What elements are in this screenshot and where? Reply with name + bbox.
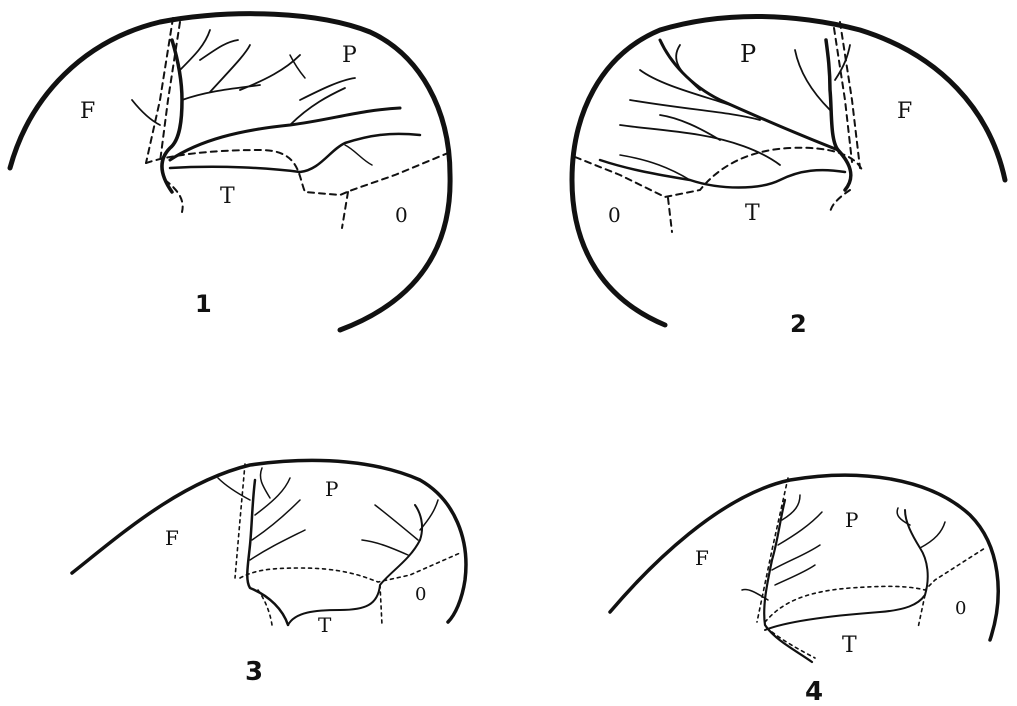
vessel-twig-4d [742, 589, 768, 600]
vessel-twig-3b [255, 478, 290, 515]
vessel-twig-1i [345, 145, 372, 165]
vessel-twig-1b [210, 45, 250, 92]
occipital-line-3 [380, 585, 382, 625]
temporal-boundary-4 [765, 548, 985, 622]
label-parietal-1: P [342, 43, 357, 68]
figure-number-3: 3 [245, 657, 263, 687]
coronal-line-2 [840, 22, 860, 168]
vessel-twig-1c [240, 55, 300, 90]
coronal-line-4 [757, 478, 788, 622]
lower-curve-2 [830, 190, 850, 214]
figure-number-2: 2 [790, 310, 807, 338]
vessel-twig-2f [620, 125, 780, 165]
vessel-twig-3c [218, 478, 250, 500]
skull-outline-1 [10, 14, 450, 330]
label-frontal-2: F [897, 99, 912, 124]
vessel-twig-3g [420, 500, 438, 530]
vessel-posterior-branch-3 [288, 505, 422, 625]
vessel-twig-3a [252, 500, 300, 540]
vessel-twig-1d [180, 30, 210, 70]
label-occipital-3: 0 [415, 584, 426, 605]
vessel-twig-4c [782, 495, 800, 520]
label-frontal-4: F [695, 546, 709, 570]
vessel-twig-1e [200, 40, 238, 60]
coronal-line-3 [235, 464, 245, 578]
vessel-twig-3d [250, 530, 305, 560]
figure-number-1: 1 [195, 290, 212, 318]
figure-1: F P T 0 1 [10, 14, 450, 330]
occipital-line-1 [342, 192, 348, 228]
label-temporal-2: T [745, 201, 760, 226]
temporal-boundary-3 [240, 553, 460, 582]
figure-4: F P T 0 4 [610, 475, 998, 706]
label-temporal-3: T [318, 613, 332, 637]
vessel-trunk-4 [764, 500, 812, 662]
label-frontal-1: F [80, 99, 95, 124]
label-temporal-1: T [220, 184, 235, 209]
vessel-twig-2a [795, 50, 830, 110]
label-frontal-3: F [165, 526, 179, 550]
occipital-line-2 [668, 198, 672, 232]
figure-3: F P T 0 3 [72, 460, 466, 687]
vessel-twig-3f [375, 505, 418, 540]
label-occipital-4: 0 [955, 598, 966, 619]
figure-number-4: 4 [805, 677, 823, 706]
vessel-trunk-3 [247, 480, 288, 625]
label-occipital-2: 0 [608, 203, 621, 227]
figure-2: P F T 0 2 [572, 17, 1005, 339]
vessel-twig-4g [775, 565, 815, 585]
label-occipital-1: 0 [395, 203, 408, 227]
skull-outline-4 [610, 475, 998, 640]
vessel-twig-4b [778, 512, 822, 545]
label-parietal-2: P [740, 40, 756, 68]
label-parietal-4: P [845, 508, 858, 532]
label-parietal-3: P [325, 477, 338, 501]
vessel-twig-4e [920, 522, 945, 548]
lower-curve-4 [772, 632, 815, 658]
vessel-twig-3e [362, 540, 408, 555]
temporal-boundary-2 [575, 148, 862, 197]
label-temporal-4: T [842, 633, 857, 658]
vessel-twig-3h [260, 468, 270, 498]
